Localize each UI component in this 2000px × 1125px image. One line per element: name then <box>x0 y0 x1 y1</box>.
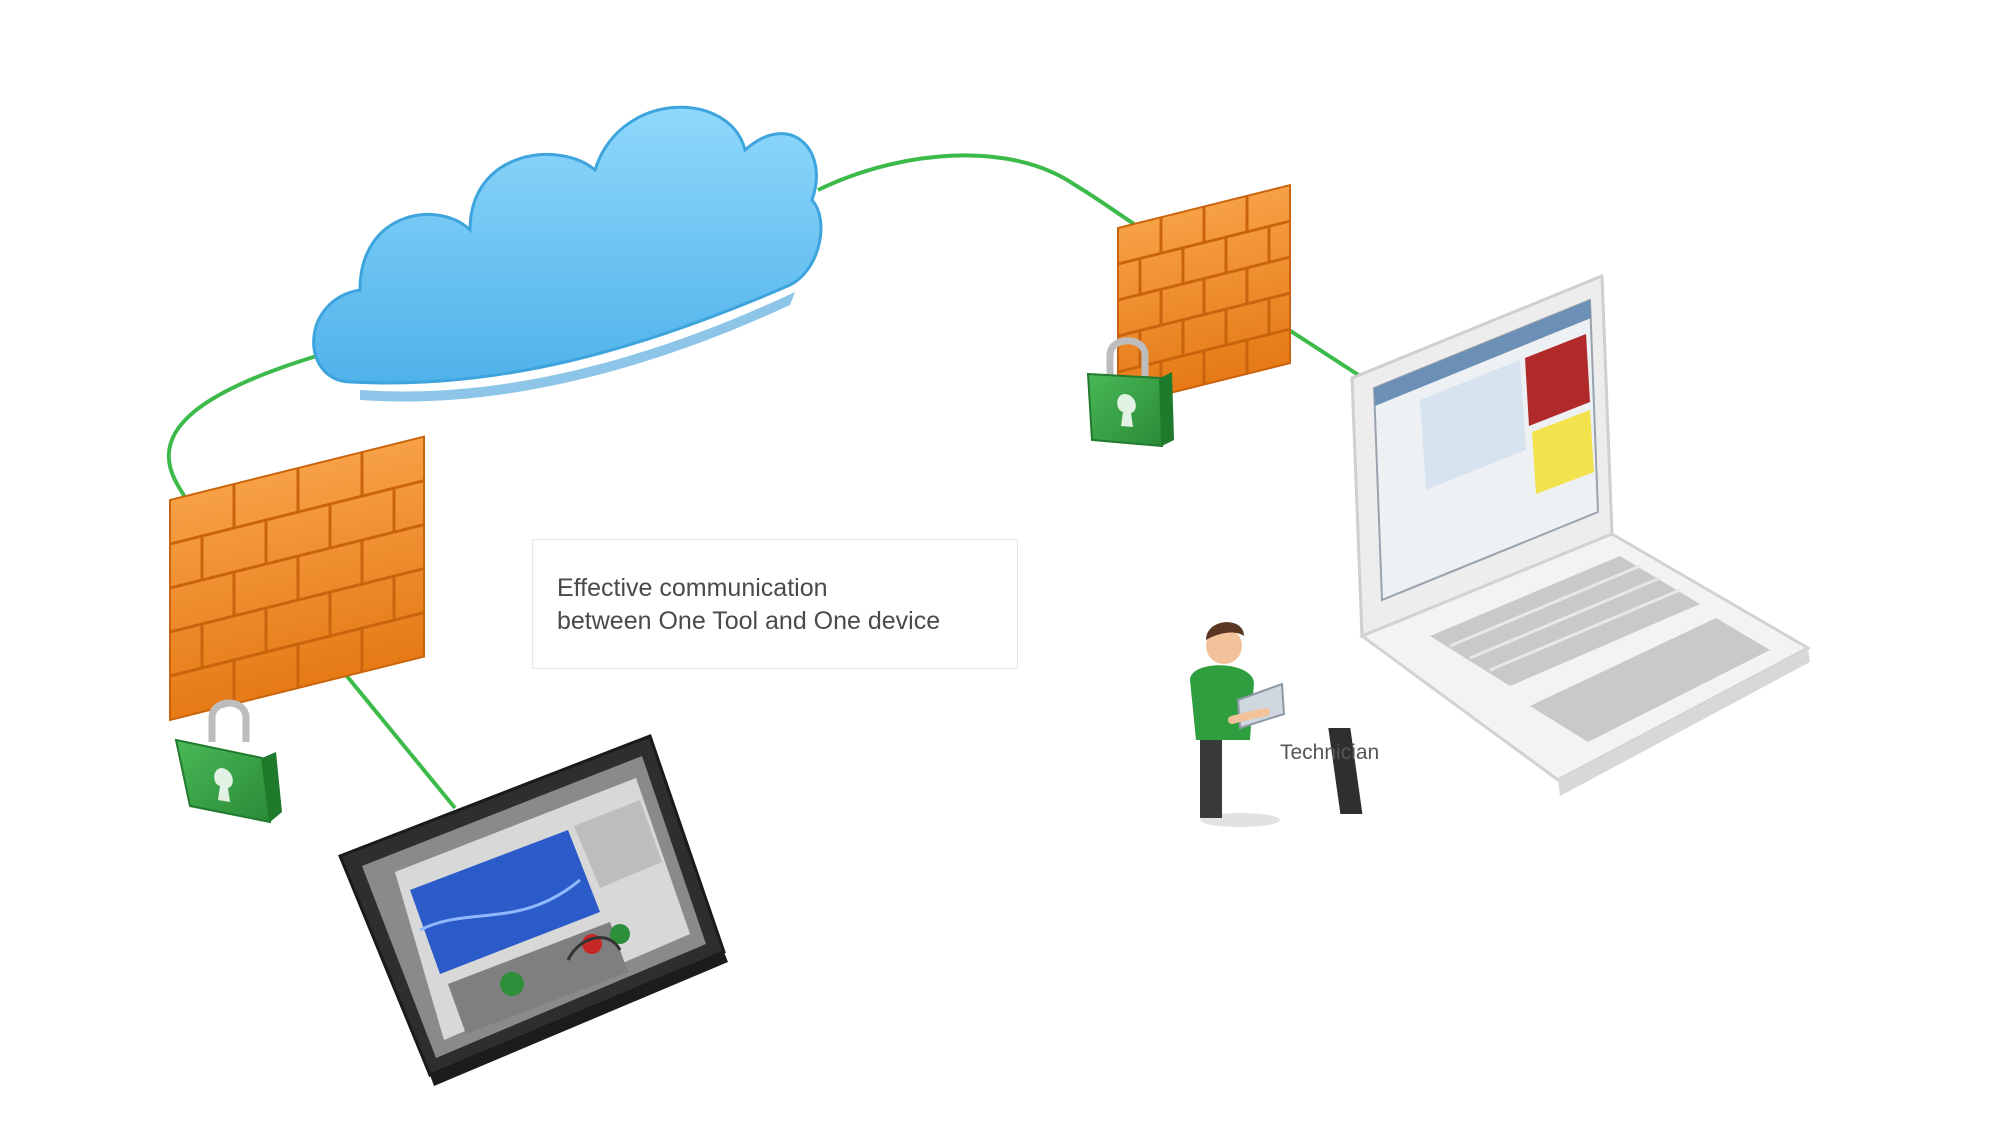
hmi-device-icon <box>338 734 728 1086</box>
padlock-icon-left <box>174 699 282 824</box>
caption-line-2: between One Tool and One device <box>557 607 941 635</box>
firewall-icon-right <box>1117 183 1291 408</box>
caption-box: Effective communication between One Tool… <box>532 539 1018 669</box>
padlock-icon-right <box>1086 337 1174 448</box>
technician-icon <box>1190 622 1363 827</box>
firewall-icon-left <box>169 435 425 722</box>
laptop-icon <box>1350 273 1812 796</box>
cloud-icon <box>312 105 823 402</box>
technician-label: Technician <box>1280 741 1380 764</box>
link-cloud-to-right-firewall <box>817 153 1142 230</box>
caption-line-1: Effective communication <box>557 574 828 602</box>
